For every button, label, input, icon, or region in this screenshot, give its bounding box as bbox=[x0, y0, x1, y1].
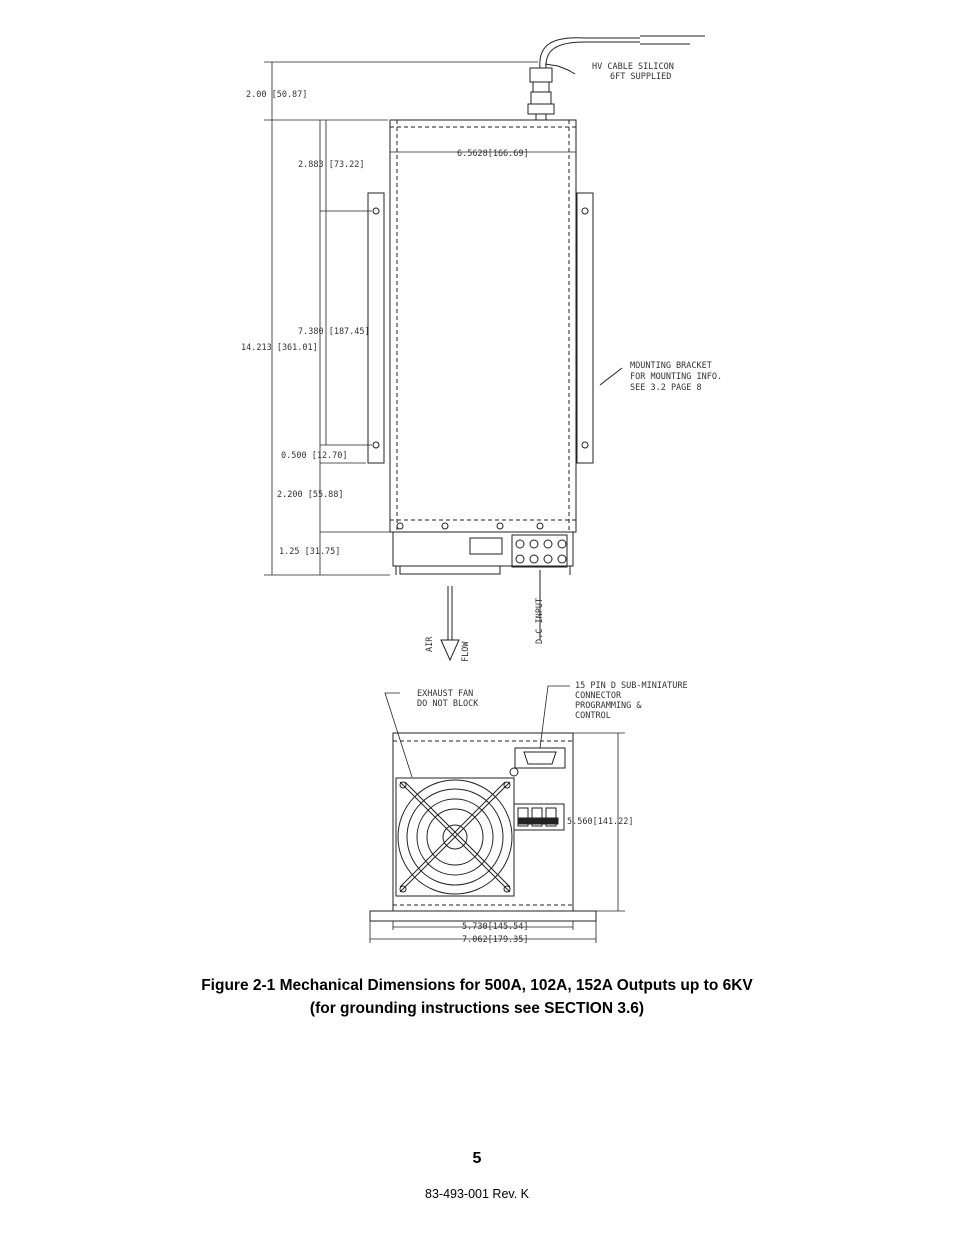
dim-hole-spacing: 7.380 [187.45] bbox=[298, 327, 370, 337]
dimension-lines bbox=[264, 61, 576, 576]
connector-label-2: CONNECTOR bbox=[575, 691, 622, 701]
fan-label-1: EXHAUST FAN bbox=[417, 689, 473, 699]
bracket-label-1: MOUNTING BRACKET bbox=[630, 361, 712, 371]
dim-bottom: 1.25 [31.75] bbox=[279, 547, 340, 557]
end-view-enclosure bbox=[369, 685, 625, 943]
dc-input-label: D.C INPUT bbox=[535, 598, 545, 644]
figure-caption-line-1: Figure 2-1 Mechanical Dimensions for 500… bbox=[201, 977, 753, 994]
dim-end-width: 5.730[145.54] bbox=[462, 922, 529, 932]
cable-label-1: HV CABLE SILICON bbox=[592, 62, 674, 72]
dim-first-hole: 2.883 [73.22] bbox=[298, 160, 365, 170]
dim-total-height: 14.213 [361.01] bbox=[241, 343, 318, 353]
cable-label-2: 6FT SUPPLIED bbox=[610, 72, 671, 82]
connector-label-1: 15 PIN D SUB-MINIATURE bbox=[575, 681, 688, 691]
airflow-arrow bbox=[440, 586, 460, 662]
dim-width-top: 6.5628[166.69] bbox=[457, 149, 529, 159]
air-label: AIR bbox=[425, 636, 435, 652]
mounting-brackets bbox=[367, 192, 623, 464]
dim-hole-to-end: 0.500 [12.70] bbox=[281, 451, 348, 461]
page-number: 5 bbox=[472, 1150, 482, 1167]
bracket-label-3: SEE 3.2 PAGE 8 bbox=[630, 383, 702, 393]
dim-end-height: 5.560[141.22] bbox=[567, 817, 634, 827]
dim-lower-section: 2.200 [55.88] bbox=[277, 490, 344, 500]
connector-label-4: CONTROL bbox=[575, 711, 611, 721]
hv-cable bbox=[527, 35, 705, 121]
dim-top-offset: 2.00 [50.87] bbox=[246, 90, 307, 100]
fan-label-2: DO NOT BLOCK bbox=[417, 699, 479, 709]
bracket-label-2: FOR MOUNTING INFO. bbox=[630, 372, 722, 382]
flow-label: FLOW bbox=[461, 641, 471, 662]
figure-caption-line-2: (for grounding instructions see SECTION … bbox=[309, 1000, 645, 1017]
connector-label-3: PROGRAMMING & bbox=[575, 701, 642, 711]
dim-end-bracket-width: 7.062[179.35] bbox=[462, 935, 529, 945]
mechanical-drawing: HV CABLE SILICON 6FT SUPPLIED 2.00 [50.8… bbox=[241, 35, 722, 945]
top-view-enclosure bbox=[389, 119, 577, 575]
document-revision: 83-493-001 Rev. K bbox=[425, 1187, 529, 1201]
